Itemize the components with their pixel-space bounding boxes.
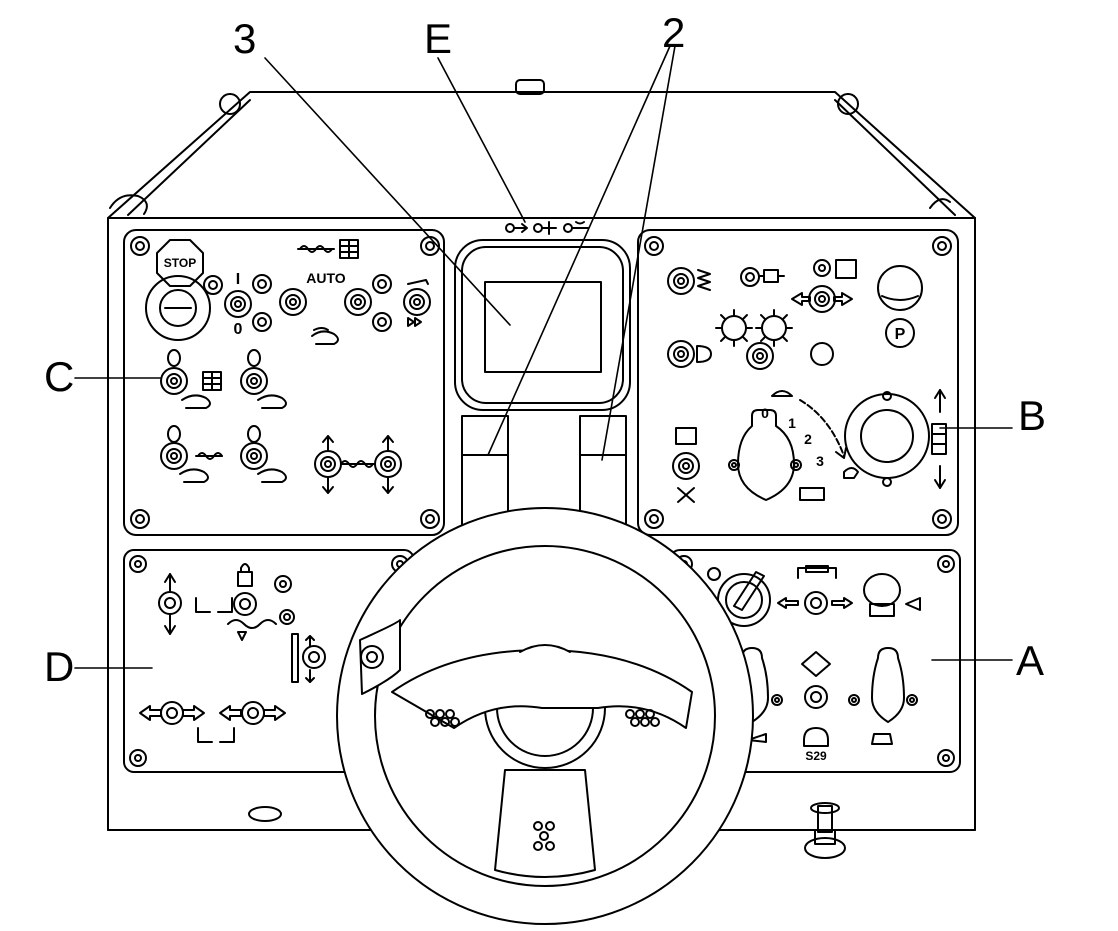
engine-icon: [759, 269, 785, 283]
auger-height-switches: [314, 435, 402, 494]
emergency-stop-button: [145, 275, 211, 341]
hand-icon: [311, 327, 339, 345]
panel-b: [637, 229, 959, 536]
callout-a: A: [1016, 637, 1045, 684]
callout-b: B: [1018, 392, 1047, 439]
speed-selector: [728, 399, 847, 501]
callout-2: 2: [662, 9, 686, 56]
callout-3: 3: [233, 15, 257, 62]
switch-row-top: [203, 274, 431, 332]
steering-wheel-icon: [336, 507, 754, 925]
speed-3-label: 3: [816, 453, 824, 469]
horn-button: [863, 573, 901, 617]
right-turn-indicator: [755, 309, 793, 347]
light-icon: [696, 345, 712, 363]
lock-icon: [237, 563, 253, 587]
horn-icon: [905, 597, 921, 611]
stop-label: STOP: [164, 256, 196, 270]
left-turn-indicator: [715, 309, 753, 347]
panel-text: STOP AUTO I 0 0 1 2 3 P S29: [164, 256, 906, 763]
parking-label: P: [895, 326, 906, 343]
auto-label: AUTO: [306, 270, 346, 286]
indicator-lamps: [505, 221, 589, 235]
rabbit-icon: [843, 467, 859, 479]
switch-right-mid: [240, 349, 287, 409]
leader-lines: [74, 45, 1013, 669]
switch-off-label: 0: [234, 321, 243, 338]
s29-label: S29: [805, 749, 827, 763]
auger-icon: [297, 245, 335, 253]
speed-0-label: 0: [761, 405, 769, 421]
speed-1-label: 1: [788, 415, 796, 431]
vibration-icon: [697, 269, 711, 291]
parking-brake-icon: [885, 318, 915, 348]
speed-2-label: 2: [804, 431, 812, 447]
center-display: [454, 221, 631, 539]
socket-cover: [844, 393, 930, 479]
chassis-outline: [107, 79, 976, 859]
panel-c: [123, 229, 445, 536]
stop-icon: [156, 239, 204, 287]
callout-e: E: [424, 15, 453, 62]
switch-left-low: [160, 425, 223, 483]
switch-left-mid: [160, 349, 222, 409]
callout-c: C: [44, 353, 75, 400]
turtle-icon: [771, 390, 793, 397]
switch-on-label: I: [236, 271, 240, 288]
switch-right-low: [240, 425, 287, 483]
conveyor-icon: [339, 239, 359, 259]
callout-d: D: [44, 643, 75, 690]
